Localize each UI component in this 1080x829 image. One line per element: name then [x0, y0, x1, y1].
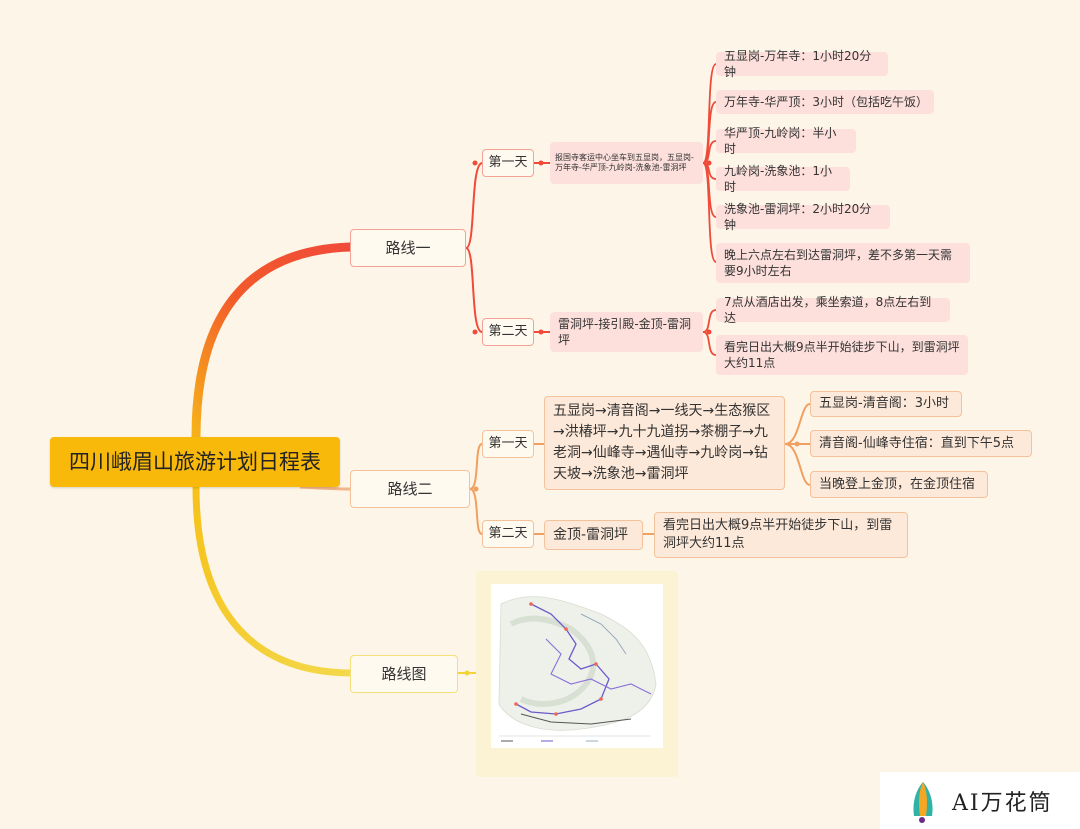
map-drawing — [491, 584, 663, 748]
brand-logo: AI万花筒 — [880, 772, 1080, 829]
route1-day1-item-text: 九岭岗-洗象池：1小时 — [724, 163, 832, 194]
route1-day2-item-text: 看完日出大概9点半开始徒步下山，到雷洞坪大约11点 — [724, 339, 960, 370]
route2-day1-label: 第一天 — [488, 436, 528, 452]
route2-day1-item[interactable]: 五显岗-清音阁：3小时 — [810, 391, 962, 417]
route-map-image-frame[interactable] — [476, 571, 678, 777]
route1-node[interactable]: 路线一 — [350, 229, 466, 267]
route2-label: 路线二 — [387, 479, 433, 498]
rocket-logo-icon — [913, 781, 933, 823]
route1-day1-item[interactable]: 洗象池-雷洞坪：2小时20分钟 — [716, 202, 890, 232]
route1-day1-label: 第一天 — [488, 155, 528, 171]
root-topic-title: 四川峨眉山旅游计划日程表 — [69, 449, 321, 474]
route1-day2-item[interactable]: 7点从酒店出发，乘坐索道，8点左右到达 — [716, 295, 950, 325]
route-map-image — [491, 584, 663, 748]
route1-day2-item-text: 7点从酒店出发，乘坐索道，8点左右到达 — [724, 294, 932, 325]
route2-day1-item[interactable]: 清音阁-仙峰寺住宿：直到下午5点 — [810, 430, 1032, 457]
route2-day1-summary[interactable]: 五显岗→清音阁→一线天→生态猴区→洪椿坪→九十九道拐→茶棚子→九老洞→仙峰寺→遇… — [544, 396, 785, 490]
route-map-label: 路线图 — [381, 664, 427, 683]
route2-day2-item[interactable]: 看完日出大概9点半开始徒步下山，到雷洞坪大约11点 — [654, 512, 908, 558]
route1-day2-node[interactable]: 第二天 — [482, 318, 534, 346]
route1-day1-item[interactable]: 五显岗-万年寺：1小时20分钟 — [716, 49, 888, 79]
route1-day1-node[interactable]: 第一天 — [482, 149, 534, 177]
route2-day1-item-text: 清音阁-仙峰寺住宿：直到下午5点 — [819, 435, 1014, 451]
route1-day1-summary[interactable]: 报国寺客运中心坐车到五显岗，五显岗-万年寺-华严顶-九岭岗-洗象池-雷洞坪 — [550, 142, 703, 184]
route1-day2-item[interactable]: 看完日出大概9点半开始徒步下山，到雷洞坪大约11点 — [716, 335, 968, 375]
route1-day2-label: 第二天 — [488, 324, 528, 340]
route2-node[interactable]: 路线二 — [350, 470, 470, 508]
route2-day1-item-text: 当晚登上金顶，在金顶住宿 — [819, 476, 976, 492]
route1-day1-item-text: 晚上六点左右到达雷洞坪，差不多第一天需要9小时左右 — [724, 247, 953, 278]
route2-day2-node[interactable]: 第二天 — [482, 520, 534, 548]
route1-label: 路线一 — [385, 238, 431, 257]
route2-day2-item-text: 看完日出大概9点半开始徒步下山，到雷洞坪大约11点 — [663, 518, 893, 551]
route2-day1-item-text: 五显岗-清音阁：3小时 — [819, 396, 949, 412]
route1-day2-summary-text: 雷洞坪-接引殿-金顶-雷洞坪 — [558, 316, 691, 347]
route2-day1-item[interactable]: 当晚登上金顶，在金顶住宿 — [810, 471, 988, 498]
route1-day1-item[interactable]: 华严顶-九岭岗：半小时 — [716, 126, 856, 156]
route1-day1-summary-text: 报国寺客运中心坐车到五显岗，五显岗-万年寺-华严顶-九岭岗-洗象池-雷洞坪 — [555, 152, 694, 172]
brand-logo-text: AI万花筒 — [952, 790, 1053, 816]
route2-day1-node[interactable]: 第一天 — [482, 430, 534, 458]
route1-day1-item[interactable]: 晚上六点左右到达雷洞坪，差不多第一天需要9小时左右 — [716, 243, 970, 283]
route2-day1-summary-text: 五显岗→清音阁→一线天→生态猴区→洪椿坪→九十九道拐→茶棚子→九老洞→仙峰寺→遇… — [553, 403, 771, 482]
route1-day1-item[interactable]: 万年寺-华严顶：3小时（包括吃午饭） — [716, 90, 934, 114]
route2-day2-summary[interactable]: 金顶-雷洞坪 — [544, 520, 643, 550]
route1-day1-item-text: 万年寺-华严顶：3小时（包括吃午饭） — [724, 94, 928, 109]
route-map-node[interactable]: 路线图 — [350, 655, 458, 693]
root-topic[interactable]: 四川峨眉山旅游计划日程表 — [50, 437, 340, 487]
route1-day1-item-text: 洗象池-雷洞坪：2小时20分钟 — [724, 201, 872, 232]
route1-day1-item-text: 五显岗-万年寺：1小时20分钟 — [724, 48, 872, 79]
route2-day2-summary-text: 金顶-雷洞坪 — [553, 526, 629, 543]
route1-day2-summary[interactable]: 雷洞坪-接引殿-金顶-雷洞坪 — [550, 312, 703, 352]
route2-day2-label: 第二天 — [488, 526, 528, 542]
route1-day1-item[interactable]: 九岭岗-洗象池：1小时 — [716, 164, 850, 194]
route1-day1-item-text: 华严顶-九岭岗：半小时 — [724, 125, 837, 156]
